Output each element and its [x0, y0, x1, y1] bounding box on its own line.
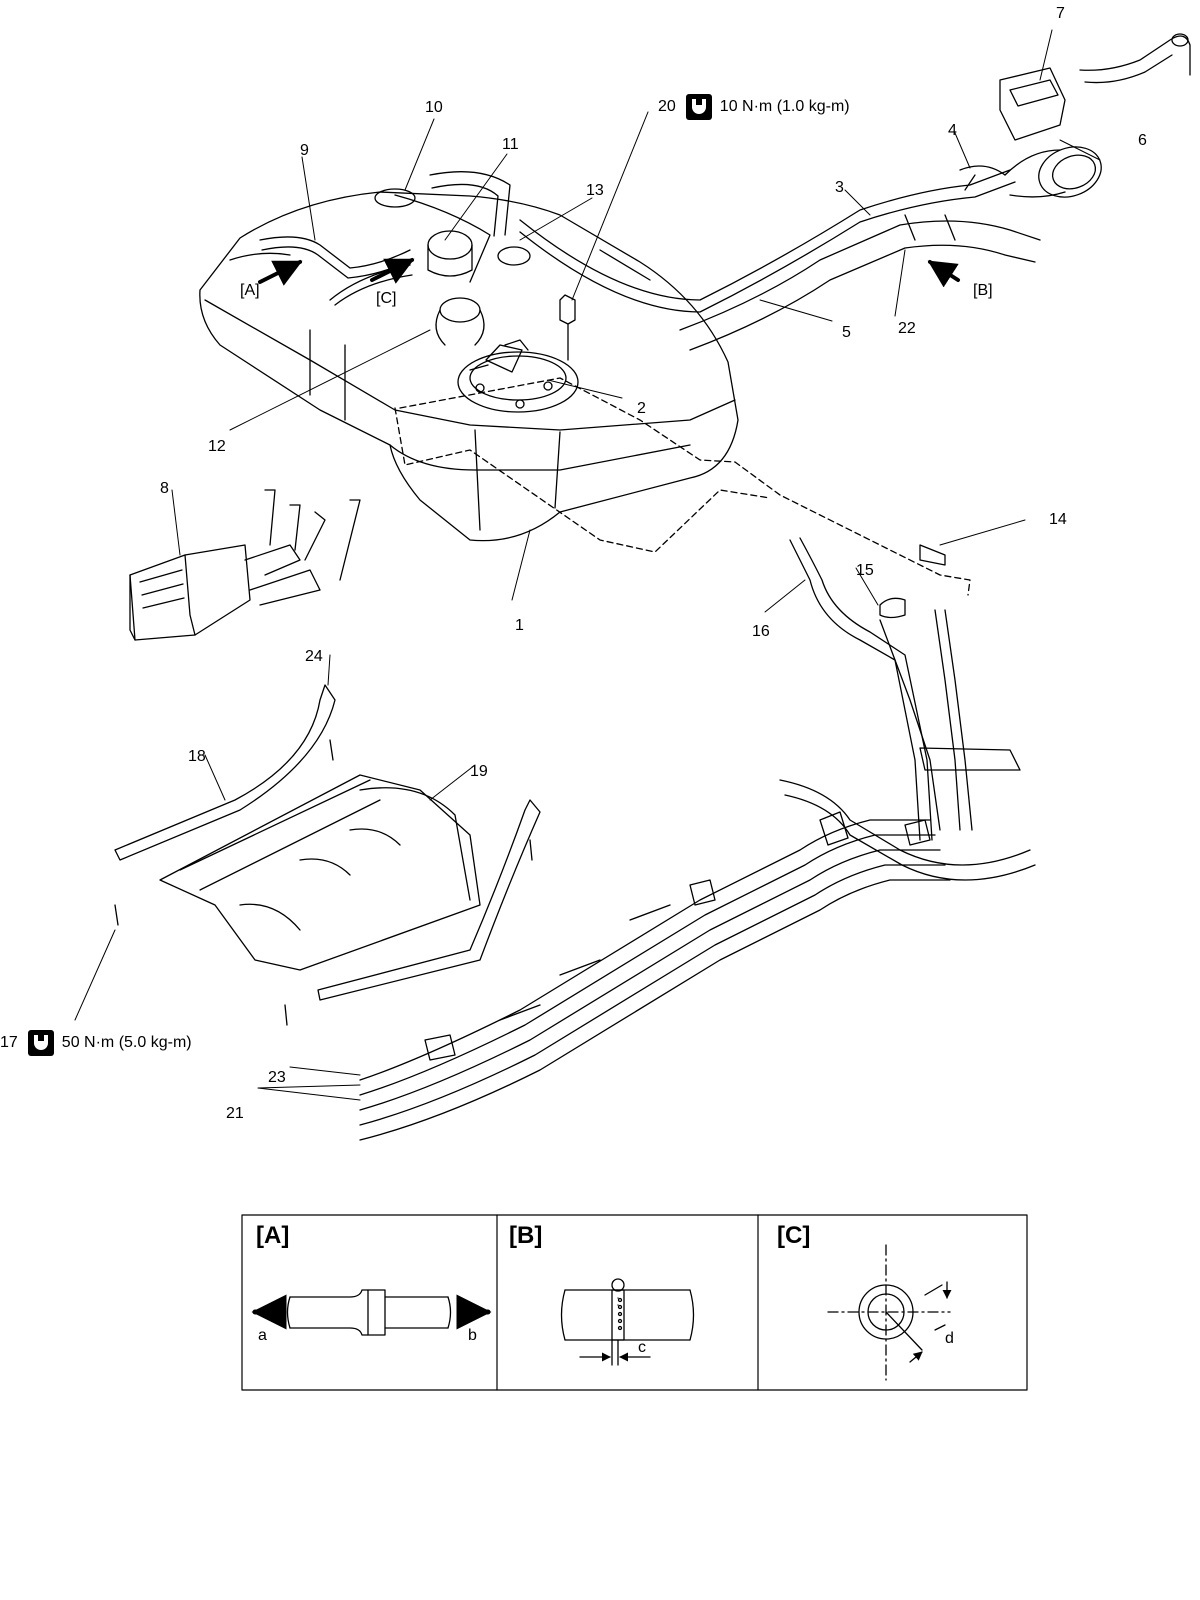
canister-assembly [129, 489, 361, 641]
callout-4: 4 [948, 122, 957, 139]
callout-12: 12 [208, 438, 226, 455]
fuel-tank-protector [159, 774, 481, 971]
torque-17-value: 50 N·m (5.0 kg-m) [61, 1034, 192, 1051]
callout-16: 16 [752, 623, 770, 640]
view-label-c: [C] [376, 290, 397, 307]
fuel-pump-assembly [457, 339, 579, 413]
callout-15: 15 [856, 562, 874, 579]
callout-22: 22 [898, 320, 916, 337]
callout-9: 9 [300, 142, 309, 159]
filler-hoses [519, 165, 1041, 351]
torque-20-value: 10 N·m (1.0 kg-m) [719, 98, 850, 115]
callout-19: 19 [470, 763, 488, 780]
callout-1: 1 [515, 617, 524, 634]
view-label-b: [B] [973, 282, 993, 299]
detail-c-title: [C] [777, 1222, 811, 1249]
callout-24: 24 [305, 648, 323, 665]
detail-a-left-letter: a [258, 1327, 267, 1344]
torque-spec-20: 20 10 N·m (1.0 kg-m) [658, 94, 850, 120]
fuel-lines [359, 537, 1036, 1141]
detail-b-title: [B] [509, 1222, 543, 1249]
torque-20-number: 20 [658, 98, 676, 115]
callout-2: 2 [637, 400, 646, 417]
detail-a-right-letter: b [468, 1327, 477, 1344]
leader-lines [74, 29, 1101, 1101]
torque-wrench-icon [27, 1030, 54, 1056]
callout-11: 11 [502, 136, 519, 153]
detail-c-dim-letter: d [945, 1330, 954, 1347]
callout-14: 14 [1049, 511, 1067, 528]
callout-10: 10 [425, 99, 443, 116]
callout-3: 3 [835, 179, 844, 196]
bolt-20 [559, 294, 576, 361]
callout-21: 21 [226, 1105, 244, 1122]
detail-b-dim-letter: c [638, 1339, 646, 1356]
detail-panels [241, 1214, 1028, 1391]
detail-b-clamp [560, 1278, 695, 1366]
callout-6: 6 [1138, 132, 1147, 149]
view-arrows [258, 258, 960, 288]
detail-c-pipe-section [827, 1244, 952, 1381]
callout-18: 18 [188, 748, 206, 765]
torque-spec-17: 17 50 N·m (5.0 kg-m) [0, 1030, 192, 1056]
torque-17-number: 17 [0, 1034, 18, 1051]
fuel-tank [199, 191, 739, 542]
fuel-cap [1004, 146, 1102, 198]
tank-straps [114, 684, 541, 1026]
callout-23: 23 [268, 1069, 286, 1086]
callout-5: 5 [842, 324, 851, 341]
detail-a-hose-joint [286, 1289, 452, 1336]
callout-7: 7 [1056, 5, 1065, 22]
valve-assembly [999, 33, 1191, 141]
callout-8: 8 [160, 480, 169, 497]
view-label-a: [A] [240, 282, 260, 299]
detail-a-title: [A] [256, 1222, 290, 1249]
torque-wrench-icon [685, 94, 712, 120]
callout-13: 13 [586, 182, 604, 199]
